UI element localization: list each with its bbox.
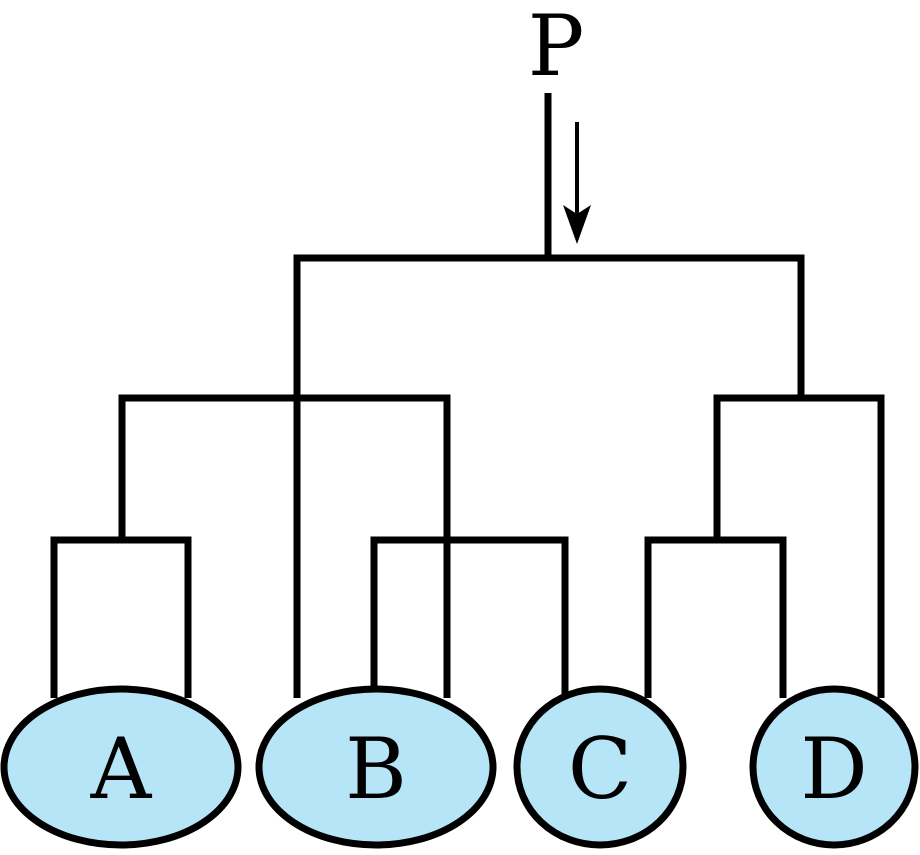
node-c-label: C <box>568 720 632 818</box>
bc-branch <box>370 536 569 698</box>
cd-branch <box>644 536 787 698</box>
node-c: C <box>513 685 687 849</box>
left-branch <box>118 394 451 698</box>
down-arrow-icon <box>563 122 591 244</box>
node-d-shape <box>749 685 919 849</box>
node-b: B <box>255 685 497 849</box>
node-b-shape <box>255 685 497 849</box>
node-c-shape <box>513 685 687 849</box>
source-label-p: P <box>528 0 585 95</box>
node-a: A <box>0 685 242 849</box>
node-d: D <box>749 685 919 849</box>
right-branch <box>713 394 885 698</box>
node-a-shape <box>0 685 242 849</box>
top-branch <box>293 254 805 698</box>
node-b-label: B <box>345 720 407 818</box>
node-a-label: A <box>90 720 153 818</box>
a-branch <box>50 536 192 698</box>
node-d-label: D <box>800 720 867 818</box>
